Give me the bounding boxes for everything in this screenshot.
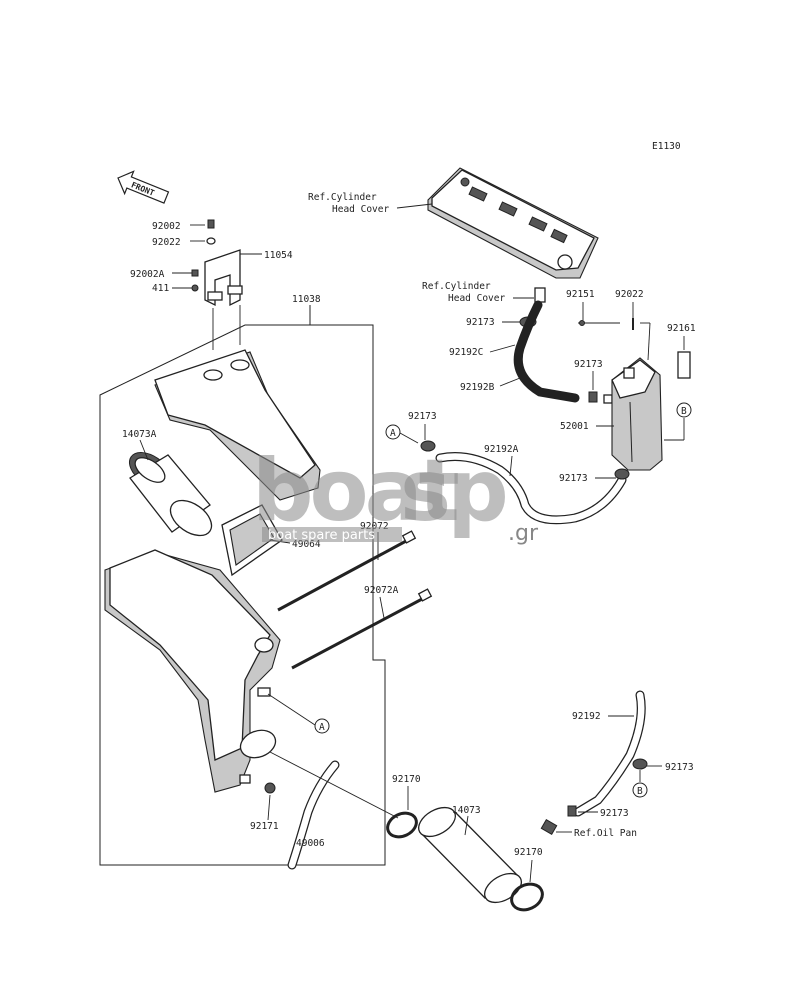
label-92072: 92072 bbox=[360, 521, 389, 532]
callout-b-lower-label: B bbox=[637, 786, 643, 797]
gasket-49064 bbox=[221, 504, 283, 577]
ref-cyl-head-cover-1-a: Ref.Cylinder bbox=[308, 192, 377, 203]
clip-92171 bbox=[264, 782, 276, 794]
label-92171: 92171 bbox=[250, 821, 279, 832]
label-92173-f: 92173 bbox=[600, 808, 629, 819]
label-ref-oil-pan: Ref.Oil Pan bbox=[574, 828, 637, 839]
label-92022-left: 92022 bbox=[152, 237, 181, 248]
label-52001: 52001 bbox=[560, 421, 589, 432]
cylinder-head-cover bbox=[427, 167, 599, 279]
bracket-11054 bbox=[204, 249, 243, 307]
label-92002: 92002 bbox=[152, 221, 181, 232]
label-92151: 92151 bbox=[566, 289, 595, 300]
ref-cyl-head-cover-2-b: Head Cover bbox=[448, 293, 505, 304]
label-14073: 14073 bbox=[452, 805, 481, 816]
watermark-brand-bold: sp bbox=[400, 441, 505, 541]
watermark-tld: .gr bbox=[508, 521, 539, 546]
air-box-lower bbox=[104, 549, 281, 793]
callout-a-lower-label: A bbox=[319, 722, 325, 733]
watermark-tagline: boat spare parts bbox=[268, 528, 375, 543]
callout-a-upper-label: A bbox=[390, 428, 396, 439]
label-92170-b: 92170 bbox=[514, 847, 543, 858]
label-92173-b: 92173 bbox=[574, 359, 603, 370]
label-92173-a: 92173 bbox=[466, 317, 495, 328]
fitting-oil-pan bbox=[540, 818, 558, 836]
label-11038: 11038 bbox=[292, 294, 321, 305]
label-92173-c: 92173 bbox=[408, 411, 437, 422]
clamp-92170-a bbox=[386, 811, 418, 839]
watermark-brand-light: boat bbox=[252, 441, 459, 541]
callout-b-upper bbox=[676, 402, 692, 418]
air-box-upper bbox=[154, 349, 321, 501]
cable-tie-92072A bbox=[291, 588, 433, 670]
label-92173-d: 92173 bbox=[559, 473, 588, 484]
tank-52001 bbox=[611, 357, 663, 471]
ref-cyl-head-cover-2-a: Ref.Cylinder bbox=[422, 281, 491, 292]
fitting bbox=[534, 287, 546, 303]
label-92002A: 92002A bbox=[130, 269, 165, 280]
clip-92173-b bbox=[588, 391, 598, 403]
label-92192: 92192 bbox=[572, 711, 601, 722]
label-92173-e: 92173 bbox=[665, 762, 694, 773]
callout-a-upper bbox=[385, 424, 401, 440]
label-92170-a: 92170 bbox=[392, 774, 421, 785]
callout-a-lower bbox=[314, 718, 330, 734]
filter-14073A bbox=[129, 452, 213, 537]
clip-92173-f bbox=[567, 805, 577, 817]
label-411: 411 bbox=[152, 283, 169, 294]
label-92192B: 92192B bbox=[460, 382, 495, 393]
clip-92173-c bbox=[420, 440, 436, 452]
ref-cyl-head-cover-1-b: Head Cover bbox=[332, 204, 389, 215]
label-92192A: 92192A bbox=[484, 444, 519, 455]
diagram-code: E1130 bbox=[652, 141, 681, 152]
label-92192C: 92192C bbox=[449, 347, 483, 358]
callout-b-upper-label: B bbox=[681, 406, 687, 417]
clamp-92170-b bbox=[510, 882, 544, 912]
clip-92173-e bbox=[632, 758, 648, 770]
callout-b-lower bbox=[632, 782, 648, 798]
cable-tie-92072 bbox=[277, 530, 417, 612]
hose-92192C bbox=[513, 300, 580, 403]
label-14073A: 14073A bbox=[122, 429, 157, 440]
label-92072A: 92072A bbox=[364, 585, 399, 596]
label-11054: 11054 bbox=[264, 250, 293, 261]
duct-14073 bbox=[418, 806, 522, 904]
clip-92173-d bbox=[614, 468, 630, 480]
watermark: boat sp .gr boat spare parts bbox=[252, 441, 539, 546]
cushion-92161 bbox=[677, 351, 691, 379]
label-49006: 49006 bbox=[296, 838, 325, 849]
label-49064: 49064 bbox=[292, 539, 321, 550]
label-92022-right: 92022 bbox=[615, 289, 644, 300]
front-arrow-icon: FRONT bbox=[117, 170, 170, 204]
label-92161: 92161 bbox=[667, 323, 696, 334]
